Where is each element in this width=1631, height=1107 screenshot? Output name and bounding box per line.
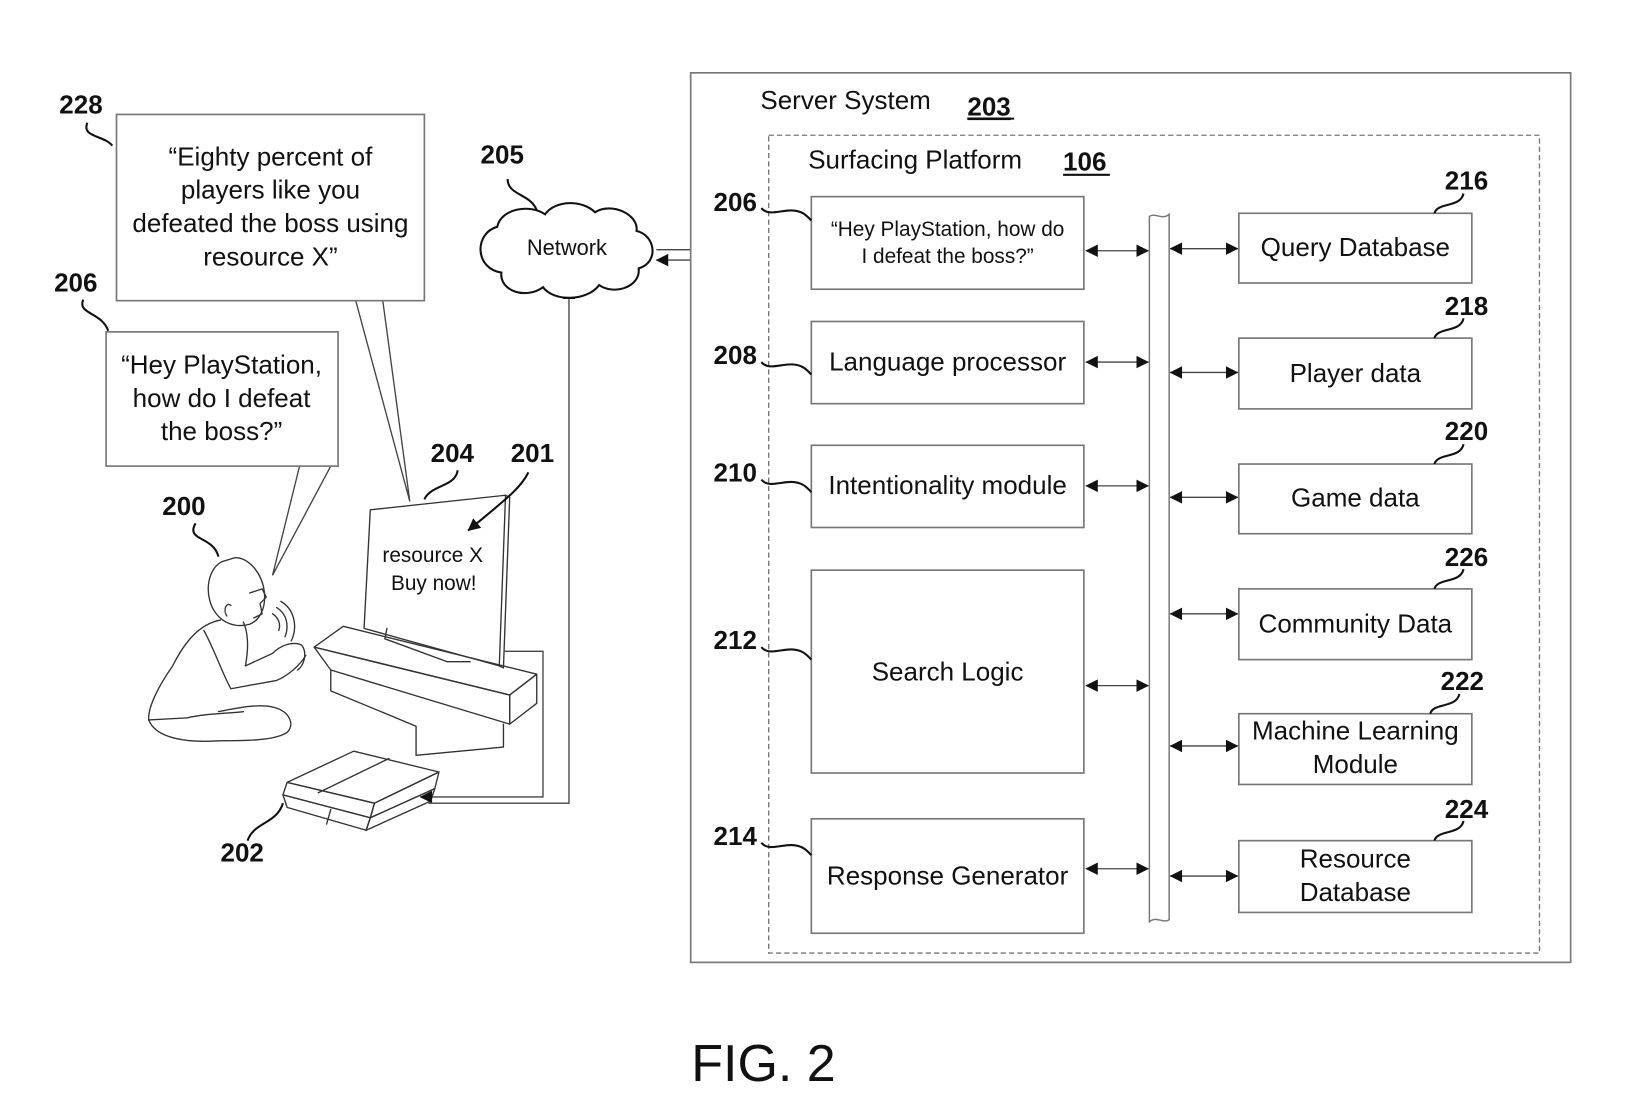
ref-label-206: 206 [714, 187, 757, 217]
surfacing-platform-ref: 106 [1063, 147, 1106, 177]
tv-screen-line: Buy now! [391, 572, 477, 595]
module-query-line: I defeat the boss?” [861, 245, 1033, 268]
module-search-logic: Search Logic 212 [714, 569, 1149, 774]
module-search-logic-label: Search Logic [872, 656, 1024, 686]
ref-label-226: 226 [1445, 542, 1488, 572]
display-to-console-link [419, 650, 544, 804]
ref-label-202: 202 [221, 837, 264, 867]
communication-bus [1148, 212, 1170, 924]
store-machine-learning: Machine Learning Module 222 [1169, 666, 1484, 786]
response-line: players like you [181, 175, 360, 205]
leader-line [85, 122, 114, 147]
store-query-database-label: Query Database [1261, 232, 1450, 262]
ref-label-205: 205 [481, 139, 524, 169]
response-line: “Eighty percent of [169, 141, 374, 171]
query-line: “Hey PlayStation, [121, 350, 322, 380]
module-response-generator-label: Response Generator [827, 860, 1069, 890]
store-game-data-label: Game data [1291, 483, 1420, 513]
leader-line [506, 178, 538, 211]
ref-label-224: 224 [1445, 794, 1489, 824]
surfacing-platform-box [768, 134, 1541, 954]
leader-line [192, 522, 220, 557]
store-resource-database: Resource Database 224 [1169, 794, 1489, 914]
user-figure [148, 556, 307, 742]
query-line: the boss?” [161, 416, 282, 446]
server-system-ref: 203 [967, 91, 1010, 121]
ref-label-218: 218 [1445, 291, 1488, 321]
network-cloud: Network [479, 202, 654, 299]
response-speech-bubble: “Eighty percent of players like you defe… [115, 113, 426, 502]
query-bubble-box [105, 331, 339, 467]
surfacing-platform-label: Surfacing Platform [808, 145, 1022, 175]
ref-label-201: 201 [511, 438, 554, 468]
leader-line [81, 299, 110, 332]
ref-label-216: 216 [1445, 165, 1488, 195]
ref-label-210: 210 [714, 458, 757, 488]
module-response-generator: Response Generator 214 [714, 817, 1149, 935]
store-query-database: Query Database 216 [1169, 165, 1488, 284]
ref-label-208: 208 [714, 340, 757, 370]
console-to-network-link [428, 286, 576, 804]
tv-stand [313, 625, 538, 757]
query-speech-bubble: “Hey PlayStation, how do I defeat the bo… [105, 331, 339, 576]
ref-label-214: 214 [714, 821, 758, 851]
module-intentionality: Intentionality module 210 [714, 444, 1149, 529]
ref-label-220: 220 [1445, 416, 1488, 446]
ref-label-228: 228 [59, 89, 102, 119]
network-label: Network [527, 235, 607, 260]
server-system-label: Server System [760, 85, 930, 115]
query-line: how do I defeat [133, 383, 312, 413]
response-line: resource X” [203, 241, 337, 271]
store-community-data: Community Data 226 [1169, 542, 1488, 661]
figure-caption: FIG. 2 [691, 1035, 835, 1093]
module-query: “Hey PlayStation, how do I defeat the bo… [714, 187, 1149, 291]
tv-screen-line: resource X [382, 544, 483, 567]
leader-line [423, 469, 459, 500]
module-intentionality-label: Intentionality module [828, 470, 1066, 500]
ref-label-212: 212 [714, 625, 757, 655]
tv-display: resource X Buy now! [363, 494, 511, 669]
module-language-processor-label: Language processor [829, 346, 1066, 376]
store-game-data: Game data 220 [1169, 416, 1488, 535]
store-machine-learning-line: Machine Learning [1252, 716, 1459, 746]
store-community-data-label: Community Data [1259, 609, 1453, 639]
module-language-processor: Language processor 208 [714, 320, 1149, 405]
overlay-pointer-arrow [467, 471, 530, 532]
response-bubble-box [115, 113, 426, 302]
ref-label-206-left: 206 [54, 267, 97, 297]
store-resource-database-line: Database [1300, 877, 1411, 907]
ref-label-200: 200 [162, 491, 205, 521]
ref-label-204: 204 [431, 438, 475, 468]
store-player-data: Player data 218 [1169, 291, 1488, 410]
store-player-data-label: Player data [1290, 358, 1422, 388]
module-query-line: “Hey PlayStation, how do [831, 218, 1064, 241]
store-machine-learning-line: Module [1313, 749, 1398, 779]
ref-label-222: 222 [1441, 666, 1484, 696]
leader-line [246, 802, 284, 842]
store-resource-database-line: Resource [1300, 844, 1411, 874]
game-console [282, 750, 440, 831]
response-line: defeated the boss using [132, 208, 408, 238]
